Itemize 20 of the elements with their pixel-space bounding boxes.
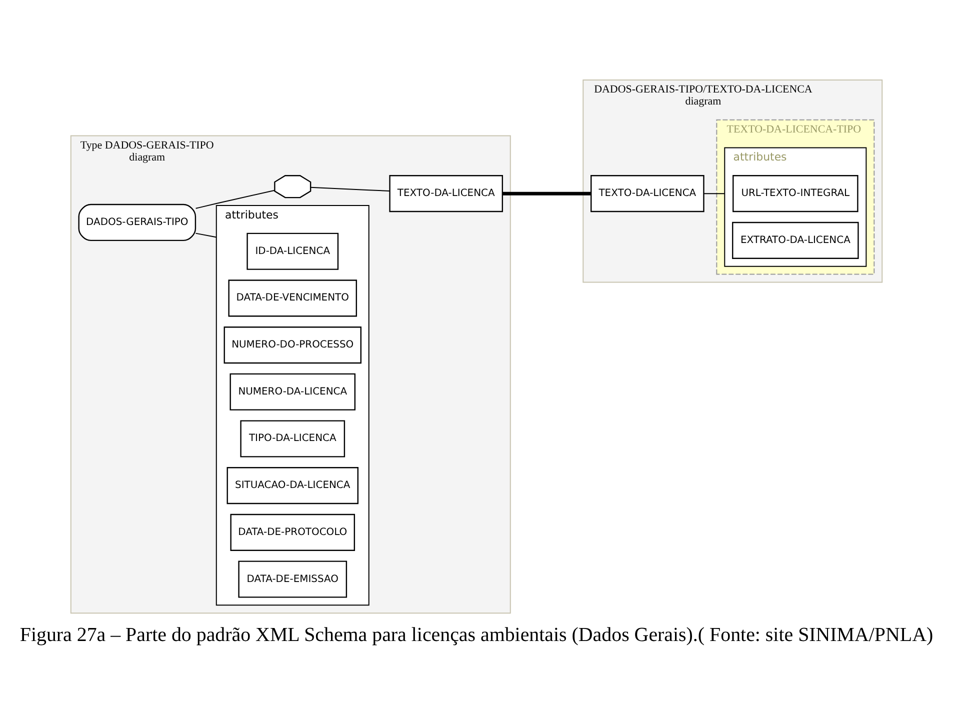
connector [704,192,726,194]
node-box: URL-TEXTO-INTEGRAL [732,174,858,212]
node-box: ID-DA-LICENCA [246,232,339,270]
node-box: EXTRATO-DA-LICENCA [732,221,859,258]
connector [195,232,217,238]
caption: Figura 27a – Parte do padrão XML Schema para licenças ambientais (Dados Gerais).( Fonte: site SINIMA/PNLA) [20,624,934,646]
node-octagon [274,174,312,198]
node-box: DATA-DE-EMISSAO [238,560,348,598]
node-box: TIPO-DA-LICENCA [240,420,346,457]
node-box: DATA-DE-PROTOCOLO [230,513,356,550]
node-box: NUMERO-DO-PROCESSO [224,326,362,364]
node-box: SITUACAO-DA-LICENCA [226,466,358,504]
node-box: DADOS-GERAIS-TIPO [78,203,196,241]
node-box: TEXTO-DA-LICENCA [389,174,503,212]
connector [195,189,276,208]
node-box: TEXTO-DA-LICENCA [590,174,704,212]
node-box: DATA-DE-VENCIMENTO [228,279,357,316]
connector [310,186,390,192]
node-box: NUMERO-DA-LICENCA [230,372,356,410]
connector [502,191,591,195]
